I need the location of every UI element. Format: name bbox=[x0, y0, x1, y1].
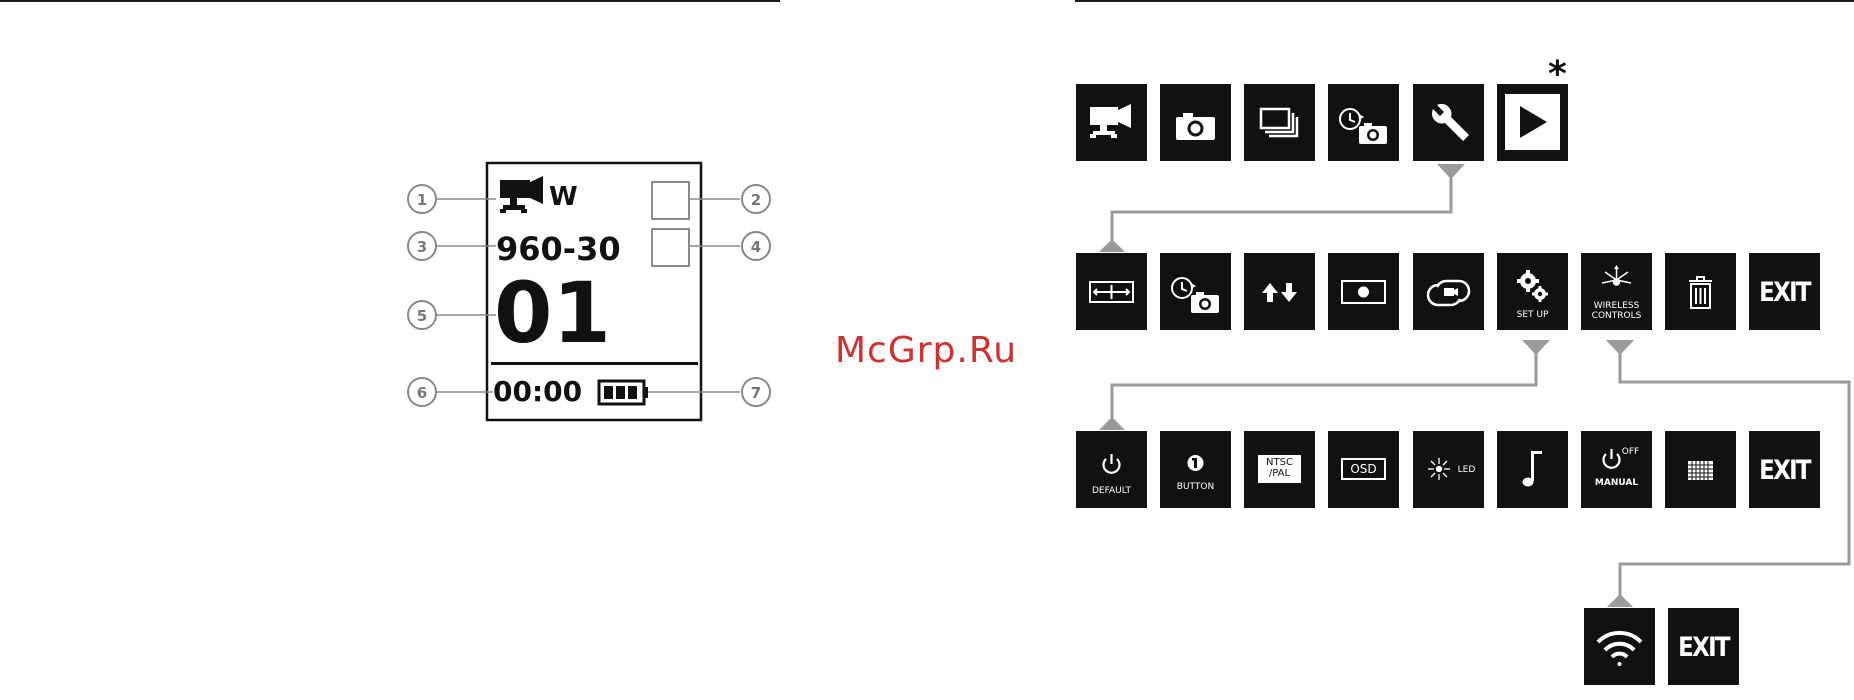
settings-timelapse-interval[interactable] bbox=[1160, 253, 1231, 330]
default-label: DEFAULT bbox=[1076, 486, 1147, 496]
setup-led[interactable]: LED bbox=[1413, 431, 1484, 508]
menu-video-mode[interactable] bbox=[1076, 84, 1147, 161]
settings-upside-down[interactable] bbox=[1244, 253, 1315, 330]
timelapse-camera-icon bbox=[1328, 84, 1399, 161]
wireless-wifi[interactable] bbox=[1584, 608, 1655, 685]
button-label: BUTTON bbox=[1160, 482, 1231, 492]
settings-resolution[interactable] bbox=[1076, 253, 1147, 330]
music-note-icon bbox=[1497, 431, 1568, 508]
power-icon bbox=[1581, 431, 1652, 508]
up-down-arrows-icon bbox=[1244, 253, 1315, 330]
manual-label: MANUAL bbox=[1581, 478, 1652, 488]
exit-label: EXIT bbox=[1673, 632, 1733, 663]
setup-manual-off[interactable]: OFF MANUAL bbox=[1581, 431, 1652, 508]
ntsc-label-line1: NTSC bbox=[1244, 458, 1315, 468]
menu-playback[interactable] bbox=[1497, 84, 1568, 161]
menu-settings[interactable] bbox=[1413, 84, 1484, 161]
wireless-label-line1: WIRELESS bbox=[1581, 301, 1652, 311]
wireless-label-line2: CONTROLS bbox=[1581, 311, 1652, 321]
timelapse-camera-icon bbox=[1160, 253, 1231, 330]
led-label: LED bbox=[1431, 465, 1484, 475]
trash-icon bbox=[1665, 253, 1736, 330]
camera-icon bbox=[1160, 84, 1231, 161]
settings-wireless-controls[interactable]: WIRELESS CONTROLS bbox=[1581, 253, 1652, 330]
setup-date-time[interactable] bbox=[1665, 431, 1736, 508]
play-icon bbox=[1497, 84, 1568, 161]
spot-meter-icon bbox=[1328, 253, 1399, 330]
setup-default-mode[interactable]: DEFAULT bbox=[1076, 431, 1147, 508]
menu-timelapse-mode[interactable] bbox=[1328, 84, 1399, 161]
resolution-frame-icon bbox=[1076, 253, 1147, 330]
burst-stack-icon bbox=[1244, 84, 1315, 161]
menu-burst-mode[interactable] bbox=[1244, 84, 1315, 161]
exit-label: EXIT bbox=[1754, 277, 1814, 308]
settings-delete[interactable] bbox=[1665, 253, 1736, 330]
setup-exit[interactable]: EXIT bbox=[1749, 431, 1820, 508]
setup-one-button[interactable]: BUTTON bbox=[1160, 431, 1231, 508]
wifi-icon bbox=[1584, 608, 1655, 685]
settings-loop-recording[interactable] bbox=[1413, 253, 1484, 330]
settings-exit[interactable]: EXIT bbox=[1749, 253, 1820, 330]
grid-calendar-icon bbox=[1665, 431, 1736, 508]
setup-ntsc-pal[interactable]: NTSC /PAL bbox=[1244, 431, 1315, 508]
wireless-exit[interactable]: EXIT bbox=[1668, 608, 1739, 685]
power-icon bbox=[1076, 431, 1147, 508]
setup-osd[interactable]: OSD bbox=[1328, 431, 1399, 508]
osd-label: OSD bbox=[1328, 464, 1399, 474]
wrench-icon bbox=[1413, 84, 1484, 161]
setup-label: SET UP bbox=[1497, 310, 1568, 320]
menu-photo-mode[interactable] bbox=[1160, 84, 1231, 161]
off-label: OFF bbox=[1595, 447, 1652, 457]
one-circle-icon bbox=[1160, 431, 1231, 508]
loop-icon bbox=[1413, 253, 1484, 330]
settings-setup[interactable]: SET UP bbox=[1497, 253, 1568, 330]
settings-spot-meter[interactable] bbox=[1328, 253, 1399, 330]
ntsc-label-line2: /PAL bbox=[1244, 469, 1315, 479]
setup-sound[interactable] bbox=[1497, 431, 1568, 508]
video-camera-icon bbox=[1076, 84, 1147, 161]
exit-label: EXIT bbox=[1754, 455, 1814, 486]
